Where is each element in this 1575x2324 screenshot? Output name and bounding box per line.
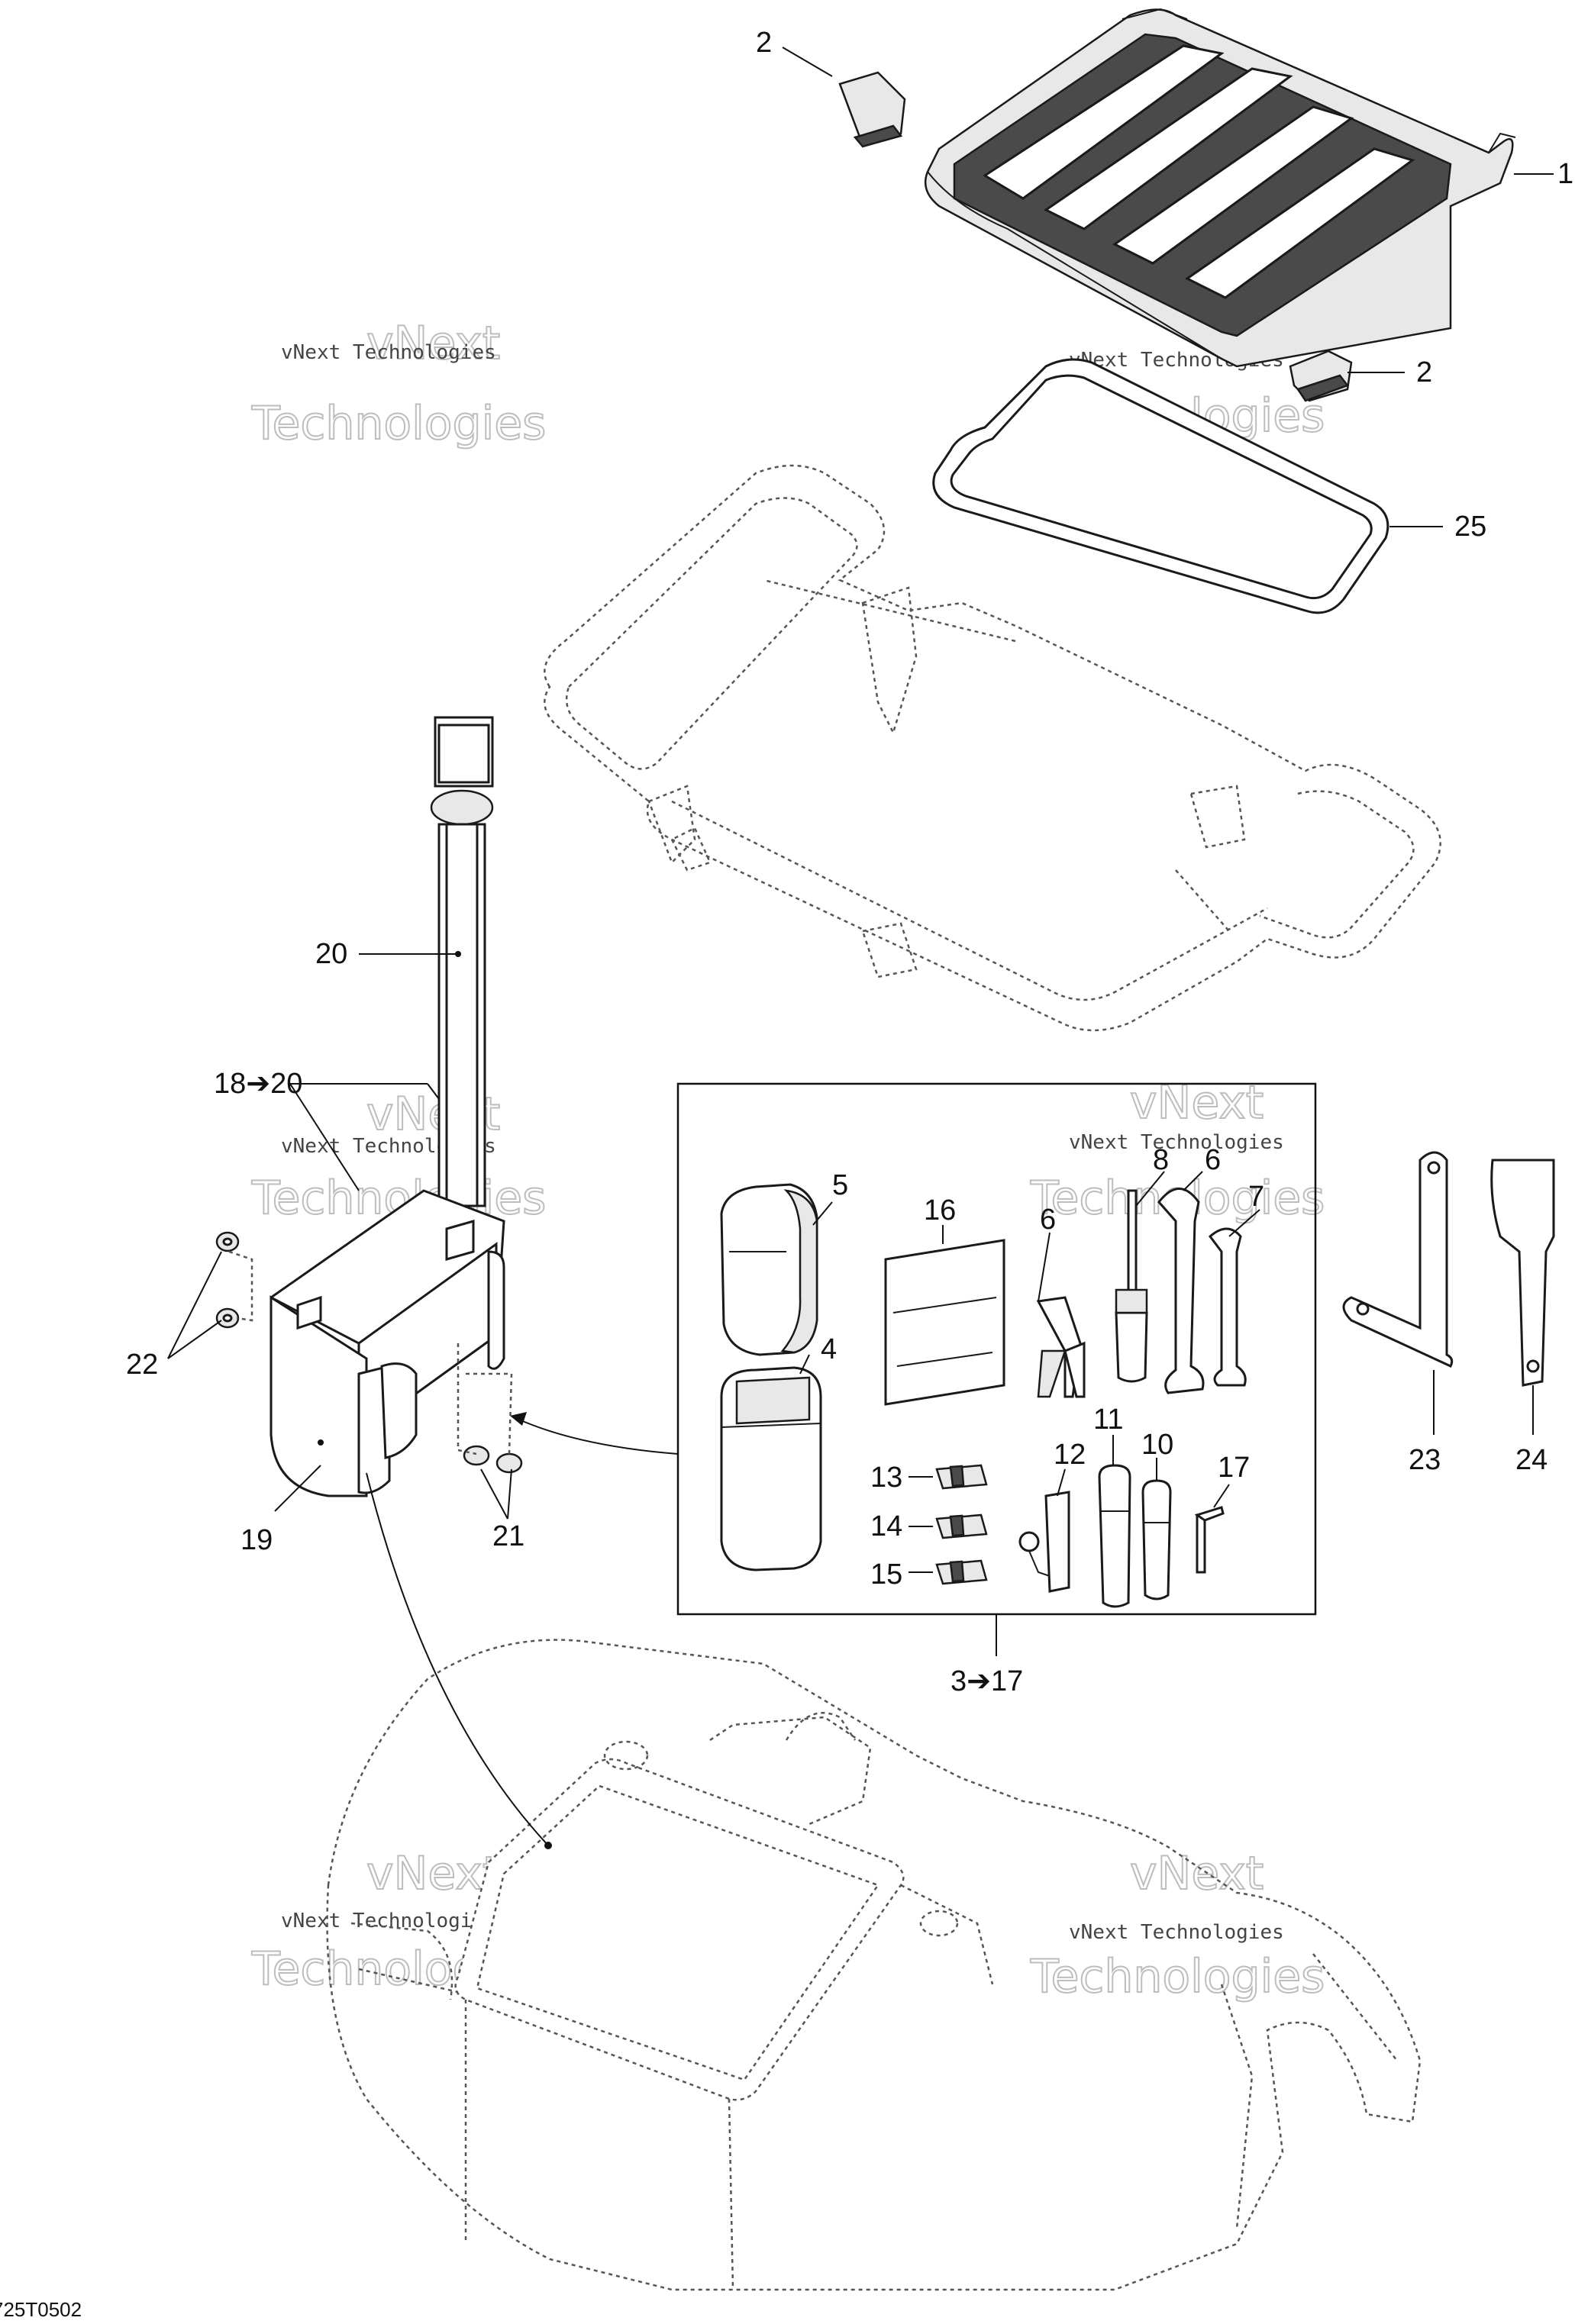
storage-box-part xyxy=(269,1189,505,1497)
wrench-large-part xyxy=(1157,1188,1205,1394)
callout-22: 22 xyxy=(126,1349,158,1381)
strap-part xyxy=(430,716,494,1207)
callout-14: 14 xyxy=(870,1510,902,1542)
callout-19: 19 xyxy=(240,1524,273,1556)
leader-lines xyxy=(167,47,1554,1849)
callout-labels: 1 2 2 25 20 18➔20 22 19 21 5 4 16 6 8 6 … xyxy=(126,27,1573,1697)
callout-2-upper: 2 xyxy=(756,27,772,59)
fender-dashed-part xyxy=(326,1639,1422,2291)
callout-18-to-20: 18➔20 xyxy=(214,1068,302,1100)
watermark-text: vNext Technologies xyxy=(281,1910,496,1932)
watermark-big-text: vNext xyxy=(366,317,500,370)
callout-4: 4 xyxy=(821,1333,837,1365)
watermark-big-text: Technologies xyxy=(1030,1950,1325,2003)
storage-cover-part xyxy=(924,8,1516,368)
callout-24: 24 xyxy=(1515,1444,1548,1476)
latch-part-lower xyxy=(1289,350,1353,402)
callout-25: 25 xyxy=(1454,511,1486,543)
fastener-21-left xyxy=(463,1445,490,1466)
wrench-small-part xyxy=(1208,1227,1247,1387)
tool-pouch-lid-part xyxy=(720,1183,818,1356)
watermark-group-3: vNext Technologies vNext Technologies xyxy=(250,1087,547,1226)
fuse-14-part xyxy=(935,1513,988,1539)
tool-pouch-part xyxy=(720,1366,822,1571)
watermark-group-6: vNext Technologies vNext Technologies xyxy=(1029,1846,1325,2004)
watermark-group-5: vNext Technologies vNext Technologies xyxy=(250,1846,547,1997)
watermark-big-text: vNext xyxy=(366,1847,500,1900)
latch-part-upper xyxy=(838,71,906,148)
watermark-big-text: vNext xyxy=(1130,1847,1264,1900)
watermark-big-text: Technologies xyxy=(251,397,546,450)
callout-7: 7 xyxy=(1248,1181,1264,1213)
callout-17: 17 xyxy=(1218,1452,1250,1484)
hex-key-part xyxy=(1194,1506,1225,1574)
owners-manual-part xyxy=(884,1239,1005,1406)
gasket-part xyxy=(932,358,1389,614)
callout-10: 10 xyxy=(1141,1429,1173,1461)
fastener-21-right xyxy=(495,1452,523,1474)
spanner-23-part xyxy=(1342,1151,1454,1368)
callout-12: 12 xyxy=(1054,1439,1086,1471)
watermark-text: vNext Technologies xyxy=(1069,1921,1284,1944)
watermark-group-4: vNext Technologies vNext Technologies xyxy=(1029,1075,1325,1226)
callout-11: 11 xyxy=(1093,1404,1123,1436)
socket-wrench-part xyxy=(1098,1464,1131,1608)
callout-1: 1 xyxy=(1557,158,1573,190)
pliers-part xyxy=(1036,1296,1086,1398)
watermark-text: vNext Technologies xyxy=(1069,1131,1284,1154)
socket-small-part xyxy=(1141,1479,1172,1600)
watermark-group-1: vNext Technologies vNext Technologies xyxy=(250,316,547,451)
callout-2-lower: 2 xyxy=(1416,356,1432,388)
gauge-tool-part xyxy=(1018,1491,1070,1593)
callout-16: 16 xyxy=(924,1194,956,1226)
callout-6-wrench: 6 xyxy=(1205,1144,1221,1176)
watermark-text: vNext Technologies xyxy=(281,341,496,364)
fastener-22-upper xyxy=(215,1231,240,1252)
callout-3-to-17: 3➔17 xyxy=(950,1665,1023,1697)
callout-21: 21 xyxy=(492,1520,524,1552)
frame-dashed-part xyxy=(544,464,1441,1032)
fuse-13-part xyxy=(935,1464,988,1490)
callout-23: 23 xyxy=(1409,1444,1441,1476)
callout-20: 20 xyxy=(315,938,347,970)
fastener-22-lower xyxy=(215,1307,240,1329)
wrench-24-part xyxy=(1490,1159,1555,1387)
callout-5: 5 xyxy=(832,1169,848,1201)
screwdriver-part xyxy=(1115,1189,1148,1383)
callout-6-pliers: 6 xyxy=(1040,1204,1056,1236)
figure-code: 725T0502 xyxy=(0,2298,82,2321)
callout-15: 15 xyxy=(870,1558,902,1591)
callout-8: 8 xyxy=(1153,1144,1169,1176)
fuse-15-part xyxy=(935,1559,988,1585)
callout-13: 13 xyxy=(870,1462,902,1494)
